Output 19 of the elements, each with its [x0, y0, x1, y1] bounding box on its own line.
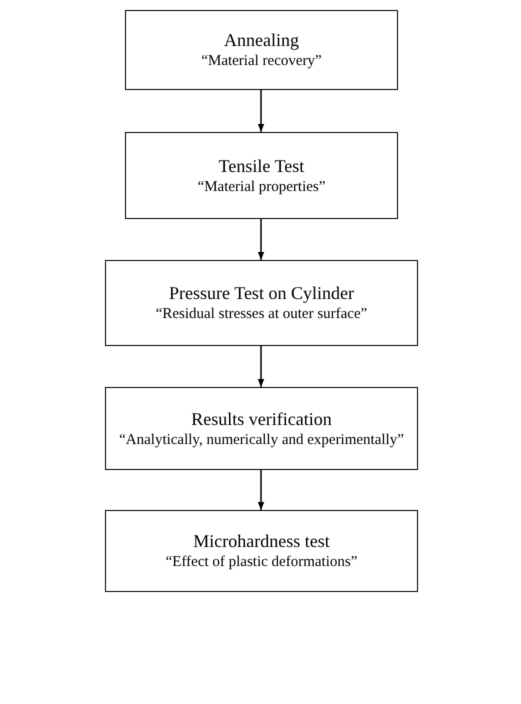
- process-box: [105, 260, 418, 346]
- step-description: “Effect of plastic deformations”: [166, 553, 358, 572]
- process-box: [105, 387, 418, 470]
- arrow: [258, 470, 264, 510]
- step-title: Results verification: [191, 408, 332, 430]
- step-title: Pressure Test on Cylinder: [169, 282, 354, 304]
- process-box: [105, 510, 418, 592]
- step-description: “Residual stresses at outer surface”: [156, 305, 368, 324]
- step-description: “Material recovery”: [201, 52, 322, 71]
- process-box: [125, 132, 398, 219]
- step-title: Tensile Test: [218, 154, 304, 176]
- step-description: “Analytically, numerically and experimentally”: [119, 430, 404, 450]
- step-description: “Material properties”: [198, 178, 326, 196]
- arrow: [258, 90, 264, 132]
- step-title: Annealing: [224, 29, 299, 51]
- arrow: [258, 219, 264, 260]
- step-title: Microhardness test: [193, 530, 330, 552]
- arrow: [258, 346, 264, 387]
- process-box: [125, 10, 398, 90]
